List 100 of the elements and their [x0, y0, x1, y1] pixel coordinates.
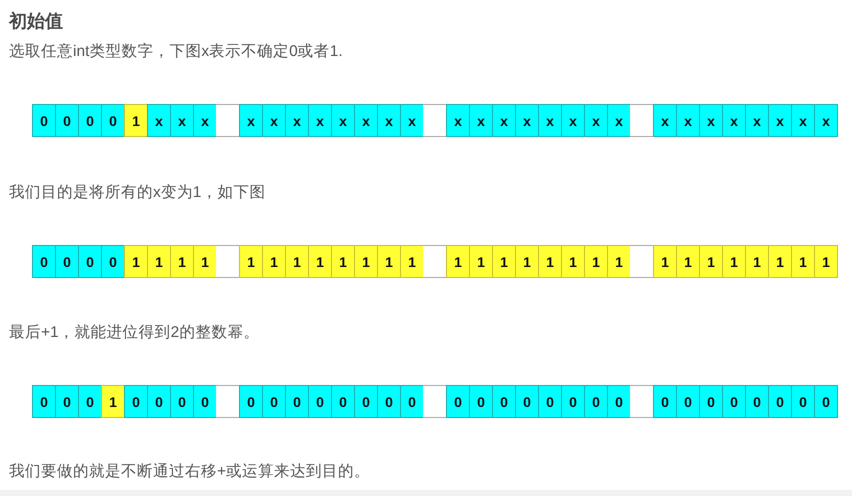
- bit-cell: x: [308, 104, 332, 137]
- bit-cell: 1: [538, 245, 562, 278]
- bit-cell: 0: [745, 385, 769, 418]
- bit-cell: 0: [400, 385, 424, 418]
- description-text: 我们要做的就是不断通过右移+或运算来达到目的。: [9, 462, 370, 482]
- bit-cell: x: [745, 104, 769, 137]
- bit-cell: 1: [469, 245, 493, 278]
- bit-cell: 0: [193, 385, 217, 418]
- bit-cell: 0: [78, 104, 102, 137]
- bit-cell: 1: [400, 245, 424, 278]
- bit-cell: 1: [193, 245, 217, 278]
- bit-cell: x: [354, 104, 378, 137]
- bit-cell: x: [584, 104, 608, 137]
- bit-cell: 0: [55, 385, 79, 418]
- bit-cell: 0: [515, 385, 539, 418]
- bit-cell: x: [607, 104, 631, 137]
- bit-cell: 1: [561, 245, 585, 278]
- bit-cell: x: [446, 104, 470, 137]
- bit-cell: x: [699, 104, 723, 137]
- bit-cell: 0: [607, 385, 631, 418]
- empty-cell: [216, 385, 240, 418]
- bit-cell: 0: [55, 104, 79, 137]
- bit-cell: 0: [32, 245, 56, 278]
- bit-cell: x: [285, 104, 309, 137]
- bit-cell: 1: [722, 245, 746, 278]
- bit-cell: x: [722, 104, 746, 137]
- bit-cell: 0: [170, 385, 194, 418]
- bit-cell: 1: [331, 245, 355, 278]
- empty-cell: [216, 104, 240, 137]
- bit-cell: 1: [308, 245, 332, 278]
- empty-cell: [423, 104, 447, 137]
- bit-cell: 0: [354, 385, 378, 418]
- bit-cell: 1: [262, 245, 286, 278]
- bit-cell: x: [538, 104, 562, 137]
- heading: 初始值: [9, 10, 63, 33]
- bit-cell: x: [193, 104, 217, 137]
- bit-cell: 1: [101, 385, 125, 418]
- bit-cell: 1: [124, 245, 148, 278]
- bit-cell: 0: [78, 385, 102, 418]
- empty-cell: [630, 104, 654, 137]
- empty-cell: [216, 245, 240, 278]
- bit-cell: 1: [791, 245, 815, 278]
- bit-cell: 1: [377, 245, 401, 278]
- bit-cell: x: [561, 104, 585, 137]
- bit-cell: 0: [768, 385, 792, 418]
- bit-cell: 0: [584, 385, 608, 418]
- description-text: 最后+1，就能进位得到2的整数幂。: [9, 323, 260, 343]
- bit-cell: x: [515, 104, 539, 137]
- bit-cell: 1: [814, 245, 838, 278]
- bit-cell: 0: [722, 385, 746, 418]
- description-text: 我们目的是将所有的x变为1，如下图: [9, 183, 266, 203]
- bit-cell: 0: [101, 245, 125, 278]
- bit-cell: x: [814, 104, 838, 137]
- bit-cell: 1: [492, 245, 516, 278]
- bit-cell: 0: [492, 385, 516, 418]
- bit-cell: 0: [101, 104, 125, 137]
- bit-cell: 1: [354, 245, 378, 278]
- bit-cell: 0: [653, 385, 677, 418]
- bit-cell: 0: [814, 385, 838, 418]
- bit-cell: 0: [285, 385, 309, 418]
- bit-cell: 1: [653, 245, 677, 278]
- bit-cell: x: [676, 104, 700, 137]
- bit-cell: 0: [331, 385, 355, 418]
- bit-cell: 1: [124, 104, 148, 137]
- bit-cell: x: [239, 104, 263, 137]
- empty-cell: [630, 385, 654, 418]
- bit-cell: x: [262, 104, 286, 137]
- bit-cell: x: [400, 104, 424, 137]
- bit-cell: 0: [147, 385, 171, 418]
- bit-cell: 1: [768, 245, 792, 278]
- bit-cell: 1: [699, 245, 723, 278]
- bit-cell: x: [147, 104, 171, 137]
- bit-cell: 0: [538, 385, 562, 418]
- bit-cell: 1: [147, 245, 171, 278]
- bit-cell: x: [469, 104, 493, 137]
- bit-cell: 1: [446, 245, 470, 278]
- description-text: 选取任意int类型数字，下图x表示不确定0或者1.: [9, 42, 343, 62]
- bit-cell: 0: [32, 385, 56, 418]
- bit-cell: 0: [699, 385, 723, 418]
- bit-cell: 0: [469, 385, 493, 418]
- bit-cell: 0: [676, 385, 700, 418]
- bit-cell: 1: [745, 245, 769, 278]
- bit-cell: 1: [285, 245, 309, 278]
- bit-cell: 0: [791, 385, 815, 418]
- empty-cell: [423, 245, 447, 278]
- bit-cell: 1: [607, 245, 631, 278]
- bit-cell: 0: [262, 385, 286, 418]
- bit-cell: 1: [170, 245, 194, 278]
- bit-cell: x: [791, 104, 815, 137]
- bit-cell: 0: [32, 104, 56, 137]
- bit-cell: 0: [55, 245, 79, 278]
- bit-cell: 1: [676, 245, 700, 278]
- bit-cell: x: [377, 104, 401, 137]
- bit-cell: x: [331, 104, 355, 137]
- bit-cell: 0: [561, 385, 585, 418]
- bit-cell: 0: [308, 385, 332, 418]
- bit-cell: x: [492, 104, 516, 137]
- bit-cell: 1: [584, 245, 608, 278]
- empty-cell: [630, 245, 654, 278]
- empty-cell: [423, 385, 447, 418]
